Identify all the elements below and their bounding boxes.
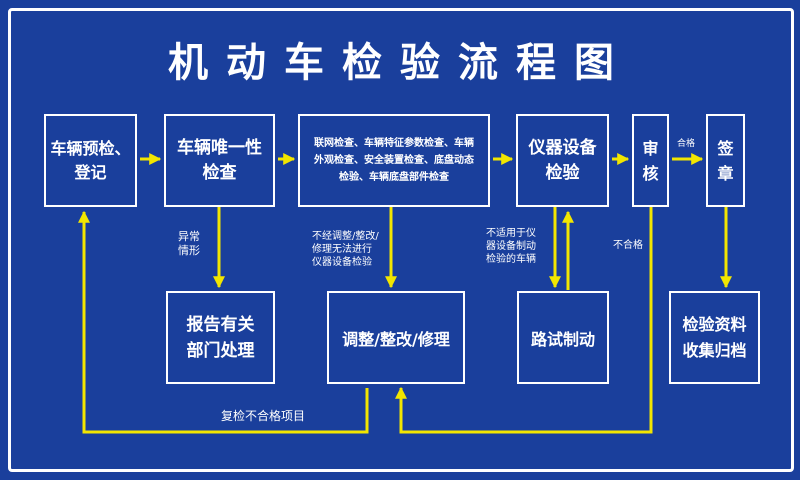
box-review: 审 核 (632, 114, 669, 207)
box-register: 车辆预检、 登记 (44, 114, 137, 207)
outer-frame (8, 8, 794, 472)
box-report: 报告有关 部门处理 (166, 291, 275, 384)
label-not-applicable: 不适用于仪 器设备制动 检验的车辆 (486, 228, 536, 265)
box-road-test: 路试制动 (517, 291, 609, 384)
label-no-adjust: 不经调整/整改/ 修理无法进行 仪器设备检验 (312, 231, 379, 268)
box-uniqueness: 车辆唯一性 检查 (164, 114, 275, 207)
arrow-recheck-to-register (78, 210, 369, 434)
label-abnormal: 异常 情形 (178, 230, 200, 257)
label-recheck: 复检不合格项目 (221, 409, 306, 423)
box-instrument: 仪器设备 检验 (516, 114, 609, 207)
box-adjust: 调整/整改/修理 (327, 291, 465, 384)
page-title: 机动车检验流程图 (168, 40, 632, 86)
arrow-review-fail-to-adjust (395, 207, 653, 434)
box-archive: 检验资料 收集归档 (669, 291, 760, 384)
label-pass: 合格 (677, 139, 696, 149)
box-sign: 签 章 (706, 114, 745, 207)
box-inspections: 联网检查、车辆特征参数检查、车辆 外观检查、安全装置检查、底盘动态 检验、车辆底… (298, 114, 490, 207)
label-fail: 不合格 (613, 240, 643, 251)
